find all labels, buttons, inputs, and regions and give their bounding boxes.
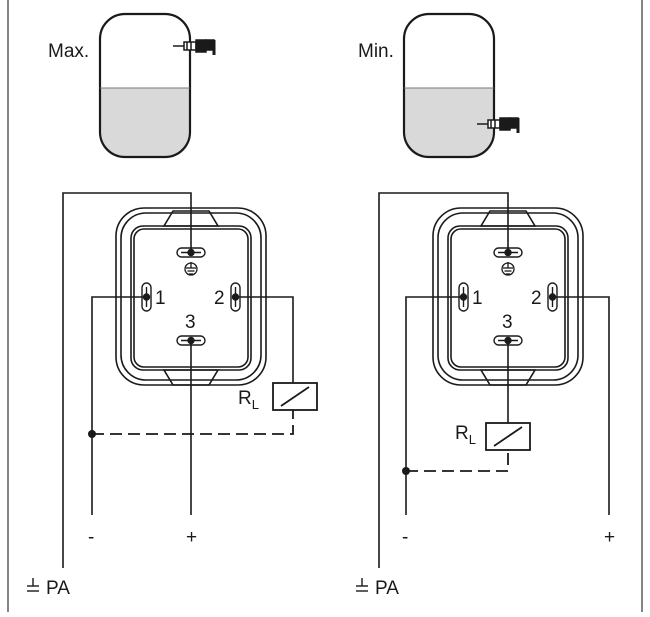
pin-2-label-min: 2 bbox=[531, 288, 542, 309]
dashed-link-min bbox=[406, 450, 509, 472]
relay-coil-icon bbox=[272, 382, 318, 411]
wires-max bbox=[62, 192, 294, 568]
sensor-probe-icon bbox=[477, 117, 520, 133]
mode-label-max: Max. bbox=[48, 41, 89, 62]
pa-label-min: PA bbox=[375, 578, 399, 599]
tank-max bbox=[98, 12, 192, 159]
pa-ground-icon-min bbox=[356, 578, 368, 592]
load-label-max: RL bbox=[238, 388, 259, 412]
mode-label-min: Min. bbox=[358, 41, 394, 62]
pa-label-max: PA bbox=[46, 578, 70, 599]
sensor-probe-icon bbox=[173, 39, 216, 55]
load-label-min: RL bbox=[455, 423, 476, 447]
pin-3-label-min: 3 bbox=[502, 312, 513, 333]
pin-1-label-max: 1 bbox=[155, 288, 166, 309]
plus-label-max: + bbox=[186, 527, 197, 548]
relay-coil-icon bbox=[485, 422, 531, 451]
tank-min bbox=[402, 12, 496, 159]
pin-1-label-min: 1 bbox=[472, 288, 483, 309]
pa-ground-icon-max bbox=[27, 578, 39, 592]
ground-symbol-icon bbox=[501, 262, 515, 276]
dashed-link-max bbox=[92, 410, 294, 435]
wires-min bbox=[378, 192, 610, 568]
junction-dot-max bbox=[88, 430, 96, 438]
minus-label-min: - bbox=[402, 527, 408, 548]
pin-3-label-max: 3 bbox=[185, 312, 196, 333]
ground-symbol-icon bbox=[184, 262, 198, 276]
panel-min: Min. bbox=[356, 12, 615, 599]
panel-max: Max. bbox=[27, 12, 318, 599]
junction-dot-min bbox=[402, 467, 410, 475]
plus-label-min: + bbox=[604, 527, 615, 548]
minus-label-max: - bbox=[88, 527, 94, 548]
pin-2-label-max: 2 bbox=[214, 288, 225, 309]
